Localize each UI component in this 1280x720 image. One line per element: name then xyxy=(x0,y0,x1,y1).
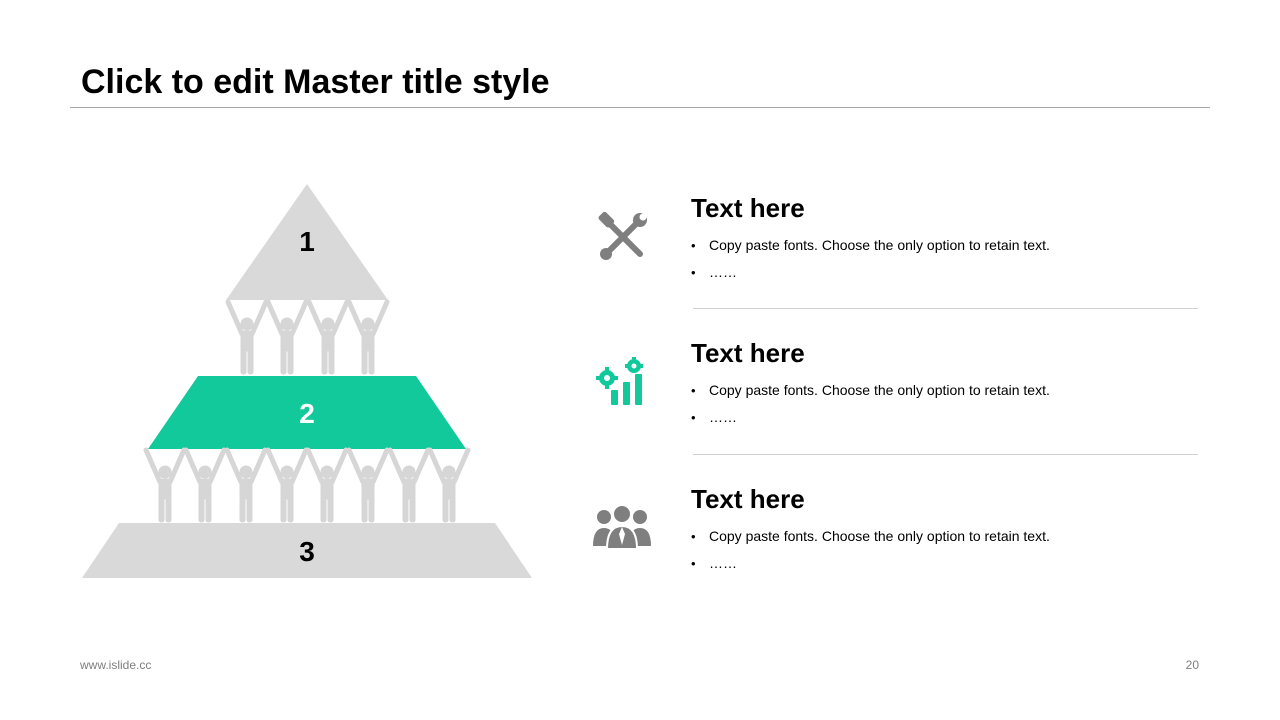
gear-chart-icon xyxy=(596,357,643,405)
pyramid-level-1-label: 1 xyxy=(299,226,315,257)
divider-1 xyxy=(693,308,1198,309)
text-block-1-heading: Text here xyxy=(691,193,805,223)
text-block-3-bullets: Copy paste fonts. Choose the only option… xyxy=(691,523,1211,577)
people-row-top xyxy=(228,302,387,374)
text-block-1-bullet-1: Copy paste fonts. Choose the only option… xyxy=(691,232,1211,259)
pyramid-level-3-shape xyxy=(82,523,532,578)
text-block-1-bullets: Copy paste fonts. Choose the only option… xyxy=(691,232,1211,286)
text-block-1-bullet-2: …… xyxy=(691,259,1211,286)
text-block-3-heading: Text here xyxy=(691,484,805,514)
pyramid-level-2-label: 2 xyxy=(299,398,315,429)
slide-title: Click to edit Master title style xyxy=(81,63,550,101)
text-block-3: Text here Copy paste fonts. Choose the o… xyxy=(691,484,1211,577)
pyramid-level-3-label: 3 xyxy=(299,536,315,567)
page-number: 20 xyxy=(1185,658,1199,672)
text-block-2-bullet-2: …… xyxy=(691,404,1211,431)
pyramid-level-2-shape xyxy=(148,376,466,449)
team-icon xyxy=(593,504,651,550)
text-block-2-heading: Text here xyxy=(691,338,805,368)
pyramid-level-1-shape xyxy=(226,184,388,300)
text-block-3-bullet-2: …… xyxy=(691,550,1211,577)
divider-2 xyxy=(693,454,1198,455)
text-block-2: Text here Copy paste fonts. Choose the o… xyxy=(691,338,1211,431)
text-block-2-bullet-1: Copy paste fonts. Choose the only option… xyxy=(691,377,1211,404)
footer-url[interactable]: www.islide.cc xyxy=(80,658,152,672)
title-underline xyxy=(70,107,1210,108)
text-block-1: Text here Copy paste fonts. Choose the o… xyxy=(691,193,1211,286)
text-block-3-bullet-1: Copy paste fonts. Choose the only option… xyxy=(691,523,1211,550)
people-row-bottom xyxy=(146,450,468,522)
tools-icon xyxy=(598,212,647,260)
pyramid-graphic xyxy=(82,184,532,578)
text-block-2-bullets: Copy paste fonts. Choose the only option… xyxy=(691,377,1211,431)
